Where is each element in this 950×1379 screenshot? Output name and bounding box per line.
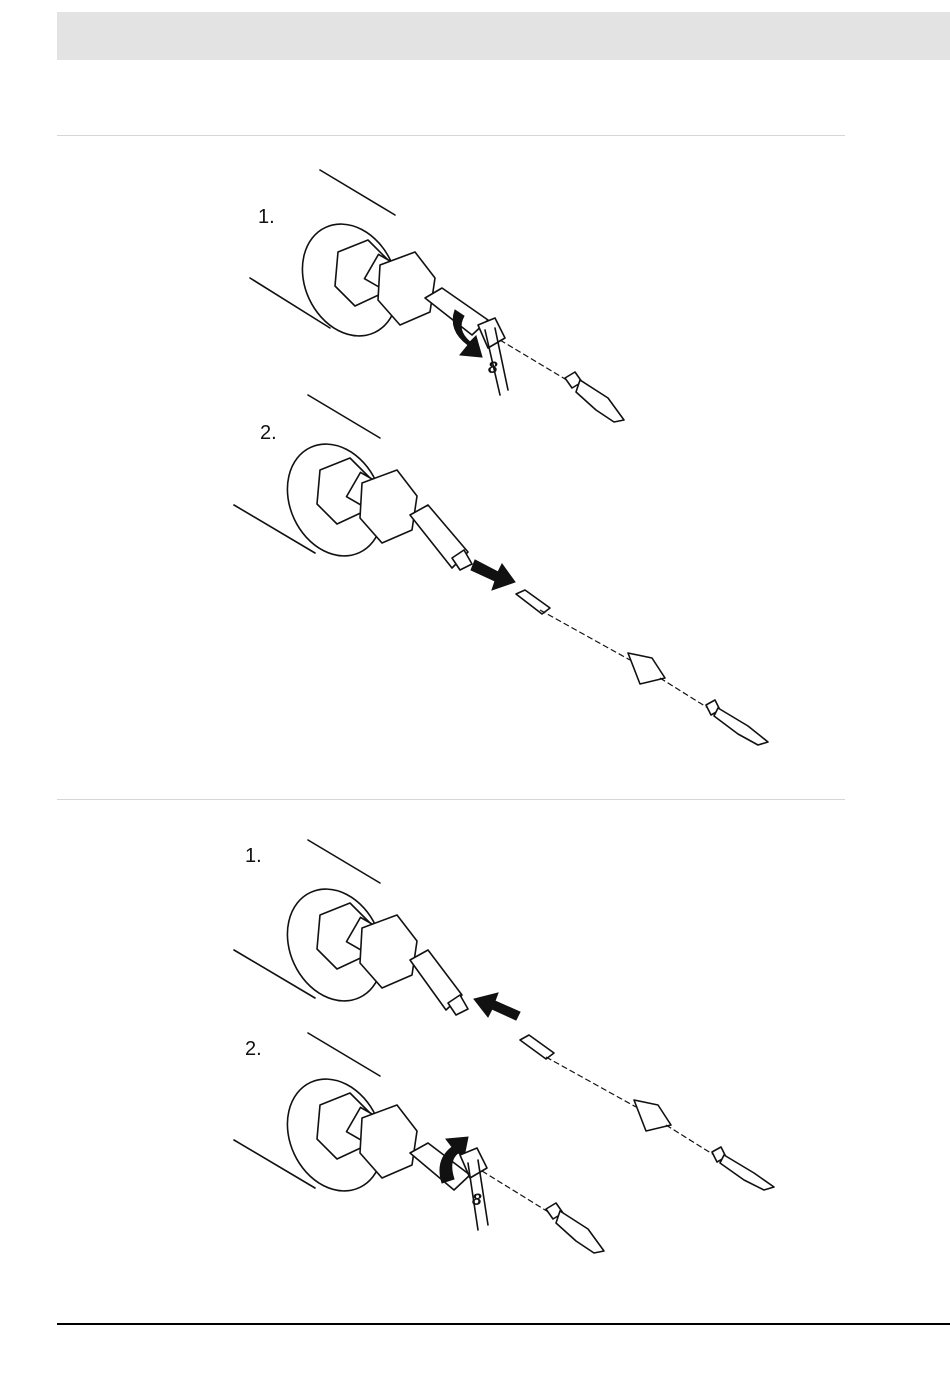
install-step-1-label: 1. [245, 845, 262, 867]
removal-step-1-drawing: 8 [250, 170, 624, 422]
section-divider-middle [57, 799, 845, 800]
footer-rule [57, 1323, 950, 1325]
header-bar [57, 12, 950, 60]
install-illustration: 1. 2. 8 [220, 835, 780, 1290]
section-divider-top [57, 135, 845, 136]
tool-marking-1: 8 [488, 358, 498, 377]
install-step-2-label: 2. [245, 1038, 262, 1060]
install-step-2-drawing: 8 [234, 1033, 604, 1253]
removal-step-2-drawing [234, 395, 768, 745]
removal-illustration: 1. 8 2. [220, 160, 790, 760]
removal-step-1-label: 1. [258, 206, 275, 228]
removal-step-2-label: 2. [260, 422, 277, 444]
tool-marking-2: 8 [472, 1190, 482, 1209]
